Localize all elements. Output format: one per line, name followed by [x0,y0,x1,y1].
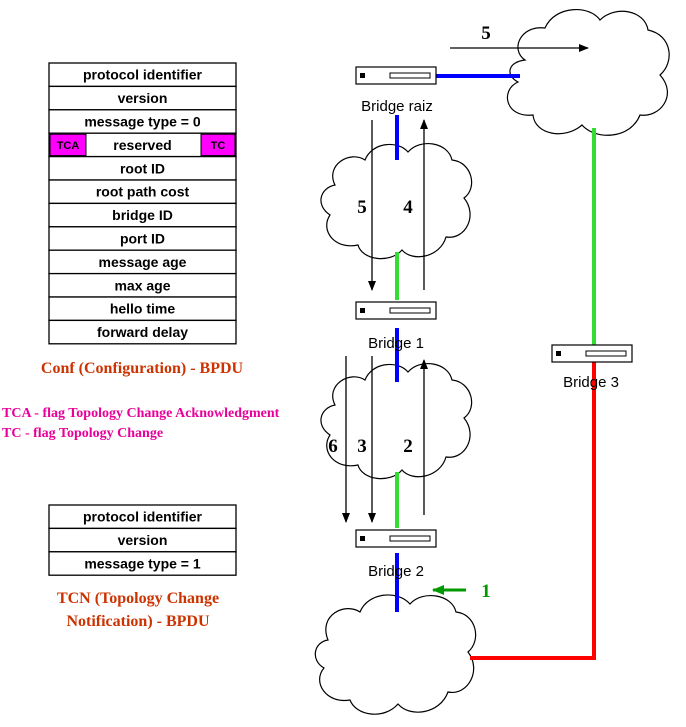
step-3-label: 3 [357,436,367,457]
cloud-top-right [507,8,670,136]
bridge-1-label: Bridge 1 [368,335,424,352]
bpdu-field-label: max age [114,277,170,293]
tc-flag-label: TC [211,140,226,152]
conf-bpdu-table: protocol identifier version message type =… [48,62,237,345]
bpdu-field-cell [48,551,237,576]
bpdu-field-label: reserved [113,137,171,153]
link-b3-bottom-red [470,362,596,660]
tc-flag-legend: TC - flag Topology Change [2,426,163,441]
bpdu-field-label: message type = 0 [84,114,201,130]
step-5-label: 5 [357,197,367,218]
step-6-label: 6 [328,436,338,457]
tca-flag-label: TCA [57,140,80,152]
tca-flag-legend: TCA - flag Topology Change Acknowledgmen… [2,406,280,421]
bpdu-field-cell [48,319,237,345]
bpdu-field-label: root ID [120,160,165,176]
cloud-root-b1 [320,143,473,260]
cloud-b1-b2 [320,363,473,480]
tcn-caption-line1: TCN (Topology Change [57,590,219,607]
bpdu-field-label: version [118,532,168,548]
bridge-2-device [355,529,437,548]
bpdu-field-label: forward delay [97,324,188,340]
bpdu-field-label: protocol identifier [83,509,203,525]
bpdu-field-label: port ID [120,231,165,247]
bridge-1-device [355,301,437,320]
bpdu-field-label: version [118,90,168,106]
tcn-caption-line2: Notification) - BPDU [66,613,210,630]
step-2-label: 2 [403,436,413,457]
conf-bpdu-caption: Conf (Configuration) - BPDU [41,360,244,377]
step-5-top-label: 5 [481,23,491,44]
bpdu-field-label: message age [99,254,187,270]
bridge-3-label: Bridge 3 [563,374,619,391]
bridge-root-device [355,66,437,85]
bpdu-field-label: bridge ID [112,207,173,223]
bpdu-field-label: root path cost [96,184,190,200]
tc-flag-cell [200,133,236,157]
cloud-bottom [314,594,477,715]
bridge-2-label: Bridge 2 [368,563,424,580]
bpdu-field-label: message type = 1 [84,556,201,572]
bridge-3-device [551,344,633,363]
bpdu-field-label: protocol identifier [83,67,203,83]
bpdu-field-label: hello time [110,301,176,317]
step-4-label: 4 [403,197,413,218]
tca-flag-cell [49,133,87,157]
bridge-root-label: Bridge raiz [361,98,433,115]
tcn-bpdu-table: protocol identifier version message type =… [48,504,237,576]
step-1-label: 1 [481,581,491,602]
